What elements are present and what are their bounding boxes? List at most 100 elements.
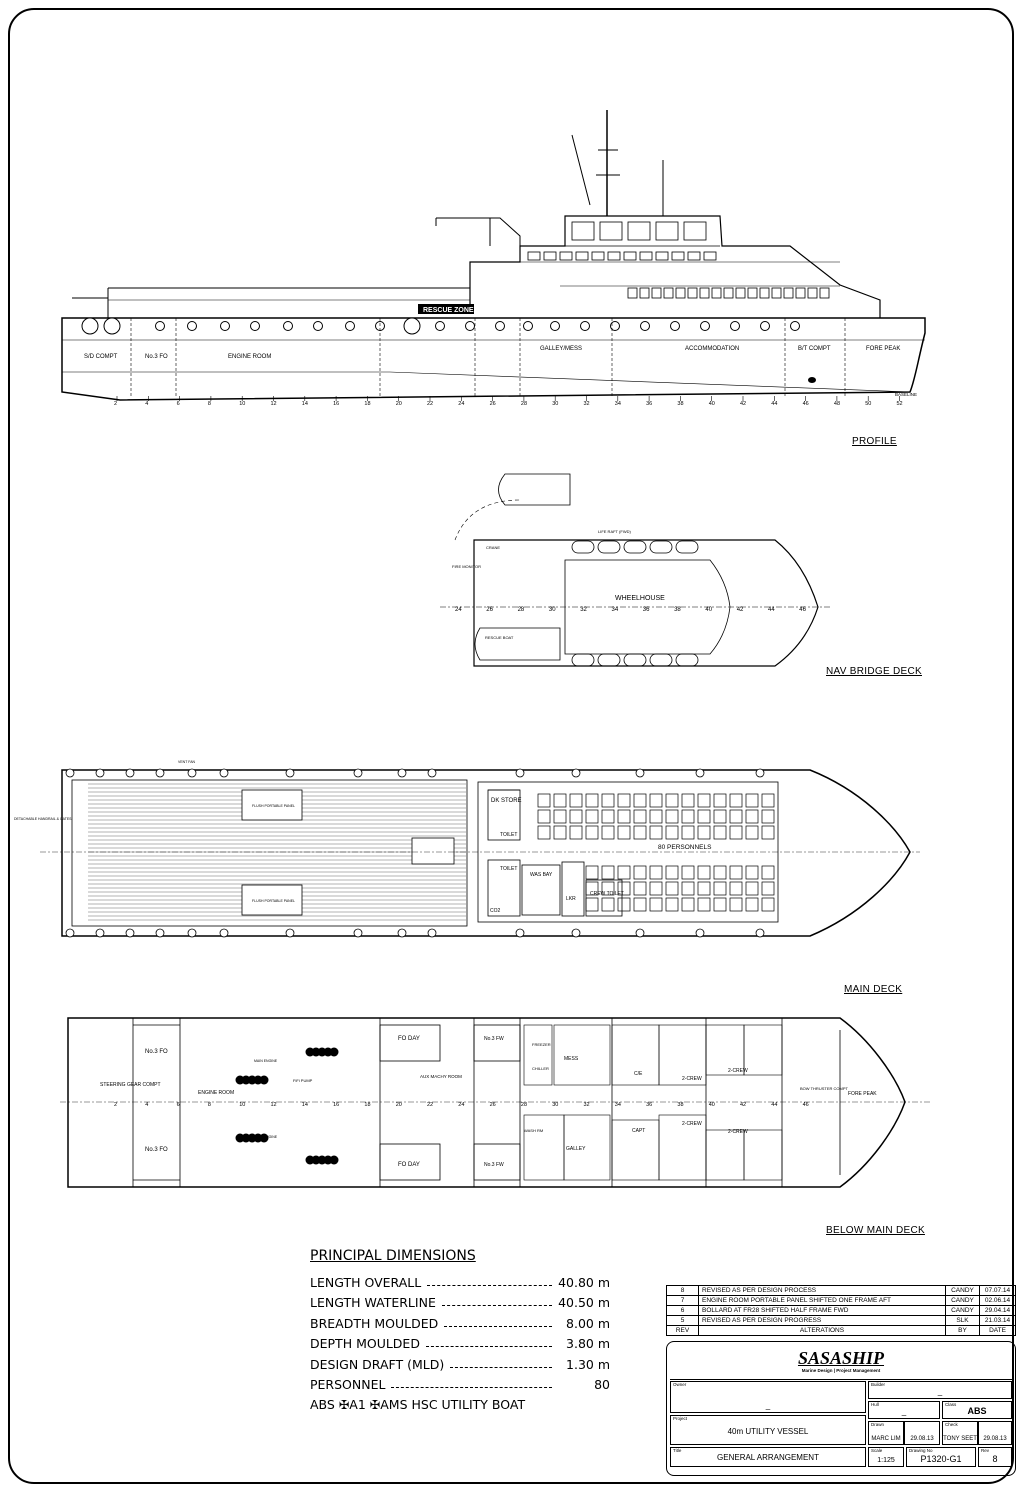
engine-cylinder [329,1047,339,1057]
passenger-seat [729,881,743,896]
fo-day-label-1: FO DAY [398,1036,420,1042]
window [655,221,679,241]
frame-number: 30 [549,607,556,613]
frame-number: 10 [239,1102,245,1108]
passenger-seat [713,897,727,912]
frame-number: 38 [677,401,683,407]
rescue-zone-label: RESCUE ZONE [423,307,474,314]
chiller-label: CHILLER [532,1066,549,1071]
frame-number: 36 [646,1102,652,1108]
passenger-seat [745,793,759,808]
passenger-seat [585,809,599,824]
frame-number: 14 [302,401,308,407]
frame-number: 24 [458,1102,464,1108]
frame-number: 18 [364,401,370,407]
main-deck-title: MAIN DECK [844,984,903,995]
passenger-seat [729,793,743,808]
frame-number: 46 [803,401,809,407]
porthole [670,321,680,331]
frame-number: 30 [552,401,558,407]
window [747,287,758,299]
porthole [220,321,230,331]
frame-number: 38 [674,607,681,613]
passenger-seat [745,897,759,912]
porthole [283,321,293,331]
mess-label: MESS [564,1056,579,1062]
cabin [563,1114,611,1181]
frame-number: 8 [208,1102,211,1108]
life-raft [649,653,673,667]
window [711,287,722,299]
dimension-label: BREADTH MOULDED [310,1315,439,1331]
dimension-label: LENGTH WATERLINE [310,1295,436,1311]
fo3-label-2: No.3 FO [145,1147,168,1153]
porthole [700,321,710,331]
frame-number: 52 [897,401,903,407]
frame-number: 36 [643,607,650,613]
passenger-seat [633,809,647,824]
window [771,287,782,299]
revision-rev: 8 [666,1285,699,1296]
frame-number: 22 [427,401,433,407]
frame-number: 40 [709,401,715,407]
bollard [515,928,525,938]
fo-day-label-2: FO DAY [398,1162,420,1168]
passenger-seat [633,881,647,896]
nav-bridge-title: NAV BRIDGE DECK [826,666,922,677]
title-block-box: SASASHIP Marine Design | Project Managem… [666,1341,1016,1476]
profile-compartment-fo: No.3 FO [145,354,168,360]
window [675,287,686,299]
co2-label: CO2 [490,908,501,914]
hull-cell: Hull_ [868,1401,940,1419]
life-raft [597,653,621,667]
cabin [553,1024,611,1086]
passenger-seat [713,865,727,880]
revision-rev: 5 [666,1315,699,1326]
passenger-seat [665,865,679,880]
window [575,251,589,261]
passenger-seat [681,825,695,840]
window [683,221,707,241]
frame-number: 30 [552,1102,558,1108]
frame-number: 28 [521,401,527,407]
frame-number: 32 [584,1102,590,1108]
passenger-seat [697,825,711,840]
window [783,287,794,299]
revision-date: 29.04.14 [979,1305,1016,1316]
passenger-seat [585,865,599,880]
life-raft [571,653,595,667]
frame-number: 16 [333,401,339,407]
bow-thruster-label: BOW THRUSTER COMPT [800,1086,848,1091]
passenger-seat [617,881,631,896]
passenger-seat [713,793,727,808]
frame-number: 40 [709,1102,715,1108]
passenger-seat [601,897,615,912]
passenger-seat [729,865,743,880]
bollard [187,768,197,778]
porthole [580,321,590,331]
life-raft [571,540,595,554]
flush-panel-label-1: FLUSH PORTABLE PANEL [252,804,295,808]
dimension-value: 3.80 m [566,1336,610,1352]
porthole [610,321,620,331]
revision-by: CANDY [945,1305,980,1316]
crew-cabin-label-2: 2-CREW [682,1121,702,1127]
porthole [640,321,650,331]
passenger-seat [681,881,695,896]
frame-number: 26 [486,607,493,613]
frame-number: 44 [768,607,775,613]
revision-by: SLK [945,1315,980,1326]
crane-label: CRANE [486,545,500,550]
frame-number: 46 [799,607,806,613]
dimension-value: 8.00 m [566,1315,610,1331]
crew-cabin-label-1: 2-CREW [682,1076,702,1082]
bmd-engine-room-label: ENGINE ROOM [198,1090,234,1096]
bollard [397,928,407,938]
passenger-seat [617,825,631,840]
window [655,251,669,261]
